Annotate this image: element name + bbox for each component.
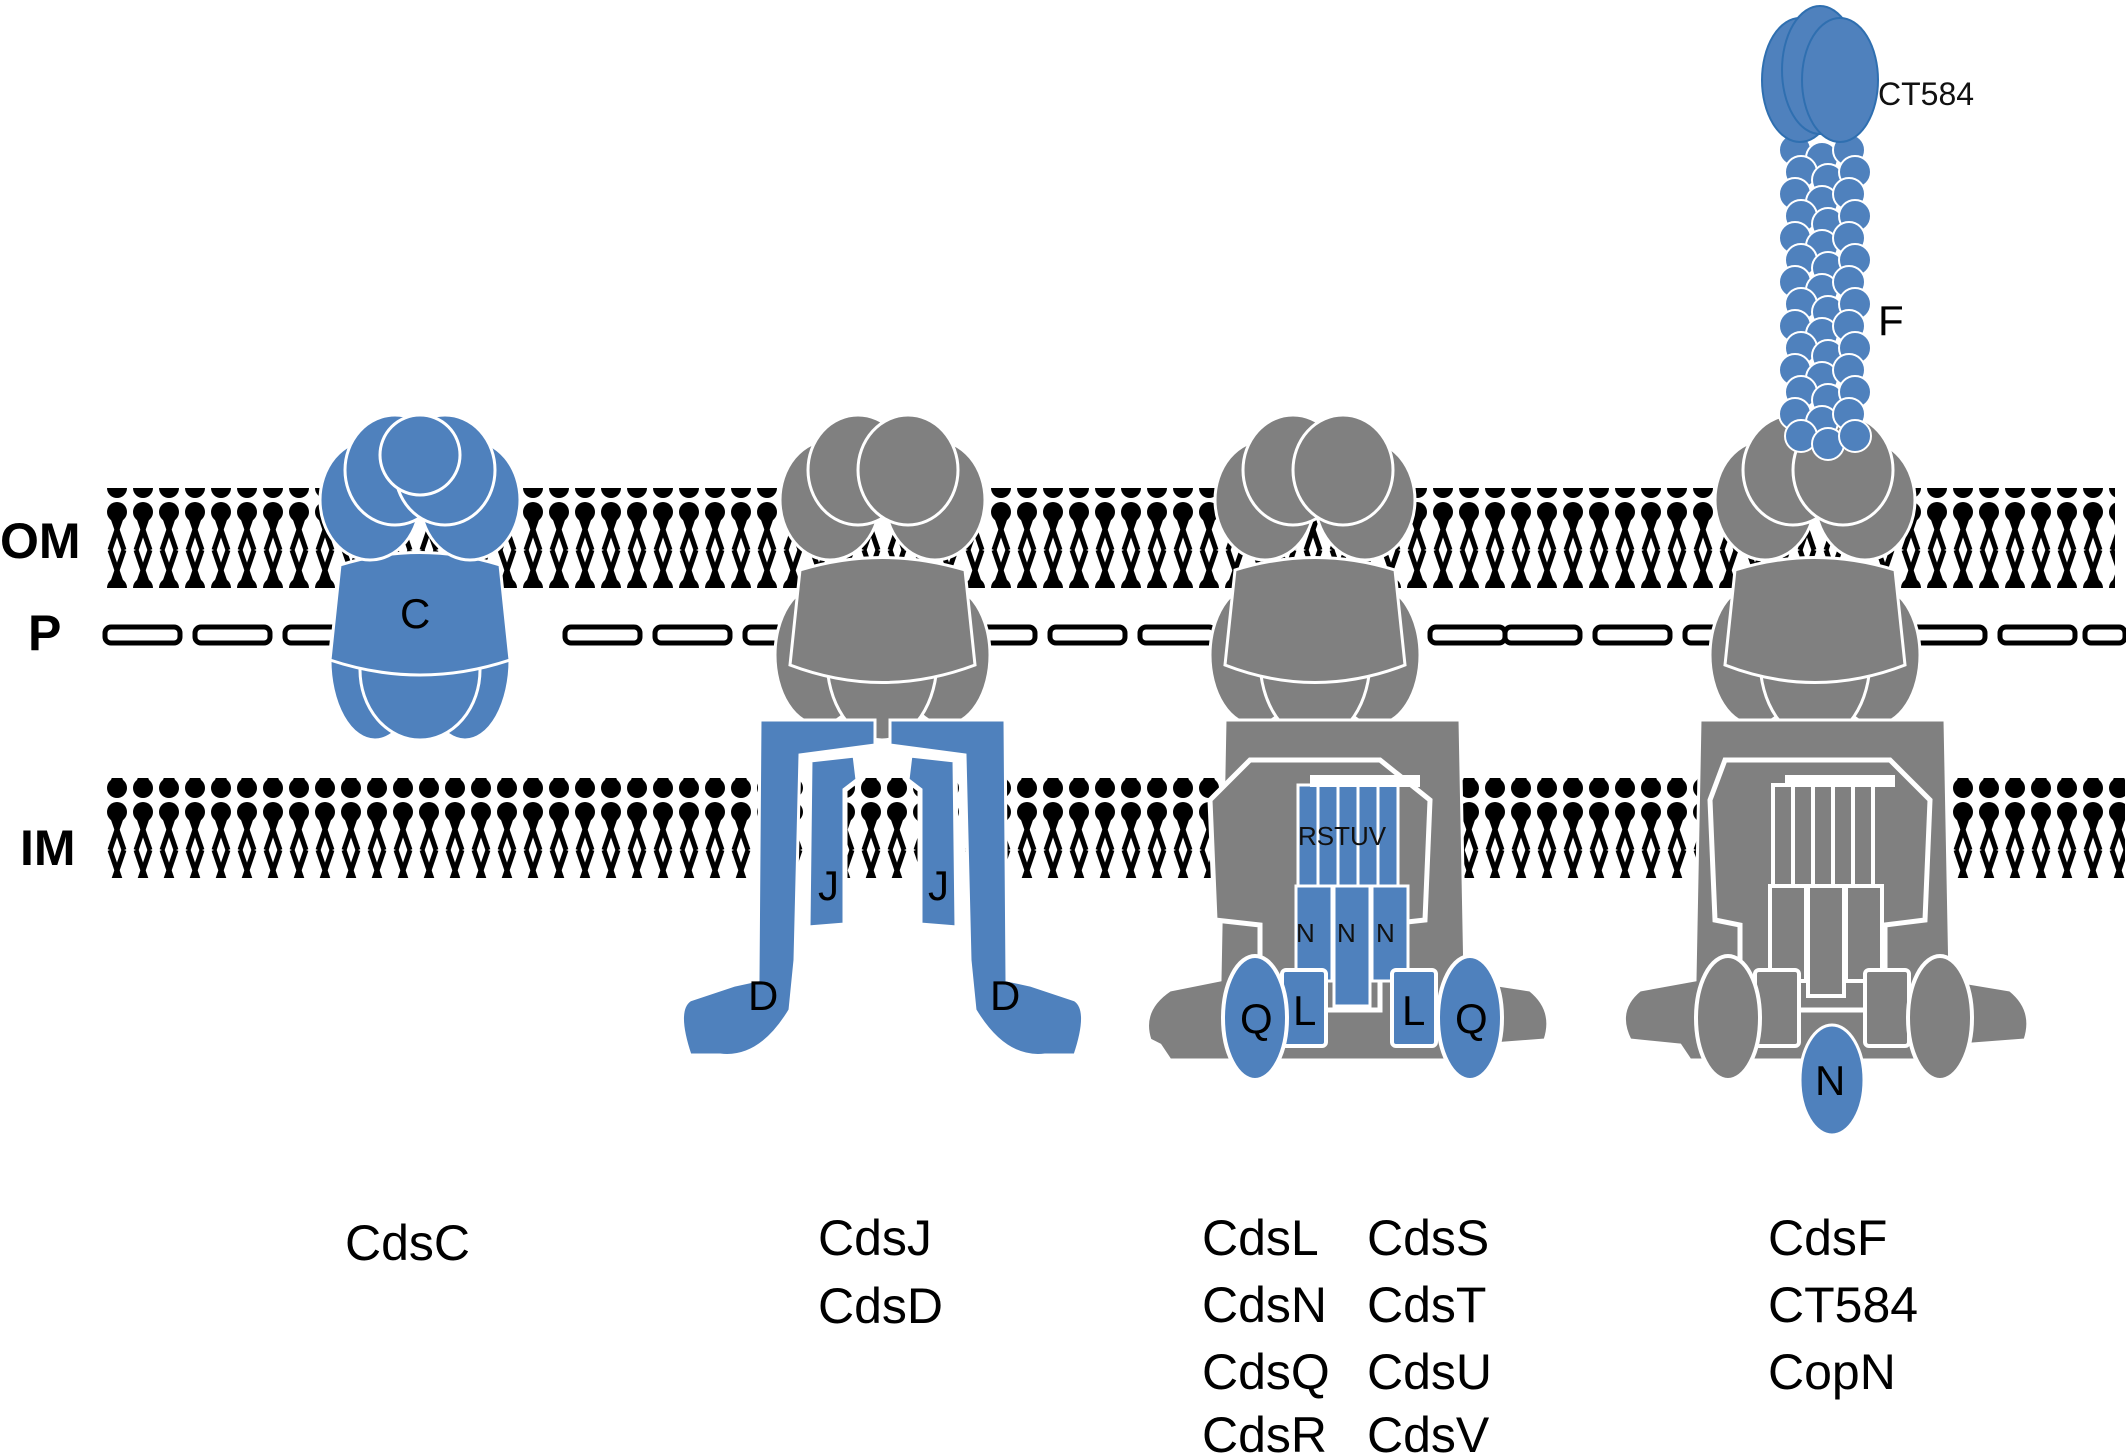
- secretin-complex: [318, 413, 522, 742]
- needle-tip-label: CT584: [1878, 76, 1974, 112]
- caption-export-right-3: CdsU: [1367, 1344, 1492, 1400]
- caption-export-left-1: CdsL: [1202, 1210, 1319, 1266]
- needle-f-label: F: [1878, 297, 1904, 344]
- caption-secretin-line-1: CdsC: [345, 1215, 470, 1271]
- caption-basal-line-1: CdsJ: [818, 1210, 932, 1266]
- caption-needle-line-1: CdsF: [1768, 1210, 1887, 1266]
- basal-d-right-label: D: [990, 972, 1020, 1019]
- caption-export-left-4: CdsR: [1202, 1407, 1327, 1455]
- caption-export-left-2: CdsN: [1202, 1277, 1327, 1333]
- export-rstuv-label: RSTUV: [1298, 821, 1387, 851]
- export-l-left-label: L: [1293, 987, 1316, 1034]
- caption-basal-line-2: CdsD: [818, 1278, 943, 1334]
- export-n3-label: N: [1376, 918, 1395, 948]
- basal-body-complex: [681, 413, 1084, 1057]
- basal-j-left-label: J: [818, 862, 839, 909]
- export-l-right-label: L: [1402, 987, 1425, 1034]
- export-apparatus-complex: [1146, 413, 1550, 1082]
- needle-complex: [1622, 5, 2030, 1137]
- om-label: OM: [0, 513, 81, 569]
- caption-export-right-4: CdsV: [1367, 1407, 1490, 1455]
- export-n2-label: N: [1337, 918, 1356, 948]
- needle-n-label: N: [1815, 1057, 1845, 1104]
- caption-export-right-1: CdsS: [1367, 1210, 1489, 1266]
- export-n1-label: N: [1296, 918, 1315, 948]
- im-label: IM: [20, 820, 76, 876]
- basal-d-left-label: D: [748, 972, 778, 1019]
- secretin-c-label: C: [400, 590, 430, 637]
- caption-export-left-3: CdsQ: [1202, 1344, 1330, 1400]
- needle-bead: [1838, 419, 1872, 453]
- caption-needle-line-2: CT584: [1768, 1277, 1918, 1333]
- export-q-left-label: Q: [1240, 995, 1273, 1042]
- basal-j-right-label: J: [928, 862, 949, 909]
- p-label: P: [28, 605, 61, 661]
- caption-needle-line-3: CopN: [1768, 1344, 1896, 1400]
- caption-export-right-2: CdsT: [1367, 1277, 1486, 1333]
- export-q-right-label: Q: [1455, 995, 1488, 1042]
